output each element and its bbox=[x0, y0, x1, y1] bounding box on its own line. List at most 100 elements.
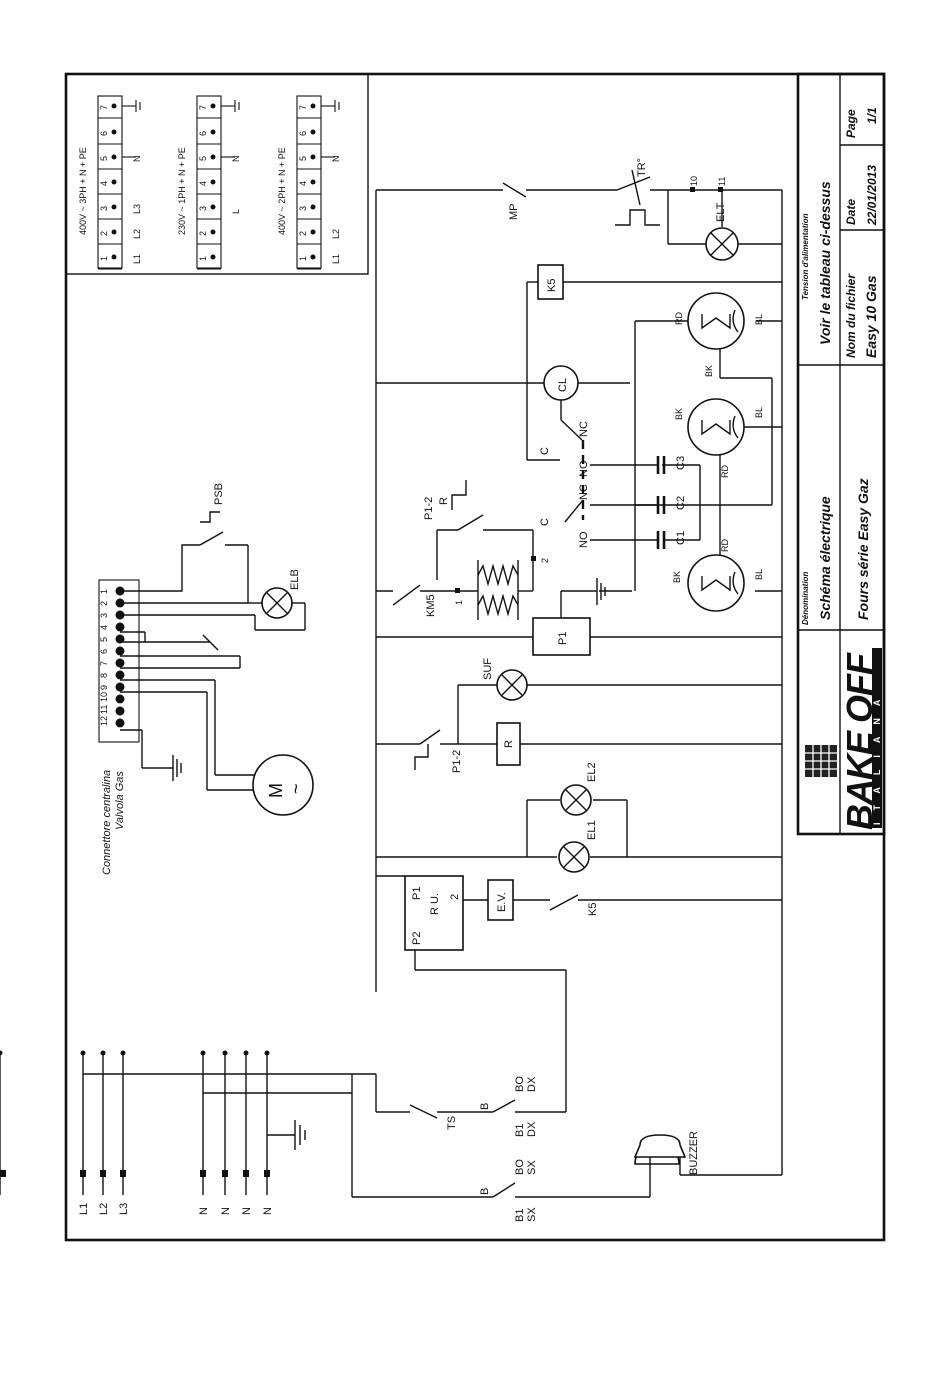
terminal-number: 1 bbox=[99, 256, 109, 261]
connector-pin-number: 11 bbox=[99, 705, 109, 714]
terminal-number: 5 bbox=[298, 156, 308, 161]
heating-resistor bbox=[477, 560, 519, 620]
term-1: 1 bbox=[454, 600, 464, 605]
supply-row-title: 400V ~ 2PH + N + PE bbox=[277, 147, 287, 235]
terminal-number: 6 bbox=[298, 131, 308, 136]
voltage-value: Voir le tableau ci-dessus bbox=[817, 181, 833, 345]
b1-sx-label: B1 bbox=[514, 1209, 526, 1222]
terminal-phase-label: L1 bbox=[132, 254, 142, 264]
connector-pin-number: 2 bbox=[99, 601, 109, 606]
c2-label: C2 bbox=[675, 496, 687, 510]
connector-pin bbox=[115, 646, 125, 656]
elt-label: ELT bbox=[715, 202, 727, 222]
relay-c-top: C bbox=[539, 447, 551, 455]
terminal-phase-label: L3 bbox=[132, 204, 142, 214]
terminal-11: 11 bbox=[717, 177, 727, 186]
motor-2: BK RD BL bbox=[674, 398, 764, 478]
connector-pin bbox=[115, 706, 125, 716]
buzzer: BUZZER bbox=[633, 1131, 782, 1197]
ev-label: E.V. bbox=[496, 892, 508, 912]
motor1-rd: RD bbox=[720, 539, 730, 552]
voltage-caption: Tension d'alimentation bbox=[801, 213, 810, 300]
ru-p1: P1 bbox=[411, 887, 423, 900]
terminal-number: 2 bbox=[99, 231, 109, 236]
p12-switch bbox=[419, 729, 441, 745]
fan-section: K5 CL C NC NO C NC NO C1 C2 C3 bbox=[526, 264, 773, 612]
p1-label: P1 bbox=[557, 632, 569, 645]
supply-terminals: L1L2L3NNNNPE bbox=[0, 0, 352, 1215]
terminal-number: 1 bbox=[298, 256, 308, 261]
terminal-number: 4 bbox=[298, 181, 308, 186]
relay-no-top: NO bbox=[578, 460, 590, 477]
sx-label-1: SX bbox=[526, 1160, 538, 1175]
bake-off-logo: BAKE OFF ITALIANA bbox=[805, 648, 882, 830]
mp-label: MP bbox=[508, 204, 520, 221]
motor-3: RD BK BL bbox=[674, 292, 764, 377]
ru-label: R U. bbox=[429, 893, 441, 915]
terminal-phase-label: L1 bbox=[331, 254, 341, 264]
supply-terminal: N bbox=[262, 1050, 274, 1215]
connector-pin-number: 5 bbox=[99, 637, 109, 642]
km5-switch bbox=[392, 584, 421, 606]
lamp-section: SUF P1-2 R EL2 EL1 bbox=[414, 658, 628, 873]
dx-label-2: DX bbox=[526, 1121, 538, 1137]
el1-label: EL1 bbox=[586, 820, 598, 840]
terminal-number: 6 bbox=[198, 131, 208, 136]
connector-pin bbox=[115, 682, 125, 692]
connector-pin-number: 10 bbox=[99, 692, 109, 702]
b-sx-label: B bbox=[479, 1188, 491, 1195]
p12-label: P1-2 bbox=[451, 750, 463, 773]
terminal-neutral-label: N bbox=[331, 156, 341, 163]
logo-sub: ITALIANA bbox=[872, 688, 882, 825]
b-dx-switch bbox=[492, 1099, 516, 1113]
connector-pin-number: 3 bbox=[99, 613, 109, 618]
terminal-neutral-label: N bbox=[231, 156, 241, 163]
terminal-number: 1 bbox=[198, 256, 208, 261]
motor1-bl: BL bbox=[754, 569, 764, 580]
supply-terminal-label: PE bbox=[0, 0, 15, 3]
supply-terminal: L2 bbox=[98, 1050, 110, 1215]
supply-terminal: L1 bbox=[78, 1050, 90, 1215]
dx-label-1: DX bbox=[526, 1076, 538, 1092]
terminal-number: 4 bbox=[198, 181, 208, 186]
motor2-rd: RD bbox=[720, 465, 730, 478]
motor3-rd: RD bbox=[674, 312, 684, 325]
r-small-label: R bbox=[438, 497, 450, 505]
supply-terminal: N bbox=[241, 1050, 253, 1215]
supply-row-title: 230V ~ 1PH + N + PE bbox=[177, 147, 187, 235]
main-buses bbox=[375, 189, 783, 992]
ignition-section: P1 P2 R U. 2 E.V. K5 bbox=[376, 875, 782, 1112]
title-block: Tension d'alimentation Voir le tableau c… bbox=[796, 72, 886, 836]
heating-section: KM5 1 2 P1-2 R P1 bbox=[392, 480, 606, 656]
connector-pin-number: 7 bbox=[99, 661, 109, 666]
gas-motor bbox=[252, 754, 314, 816]
k5-contact-label: K5 bbox=[587, 903, 599, 916]
connector-pin bbox=[115, 634, 125, 644]
r-block bbox=[496, 722, 521, 766]
supply-terminal-label: N bbox=[220, 1207, 232, 1215]
mp-switch bbox=[502, 182, 527, 198]
connector-pin-number: 1 bbox=[99, 589, 109, 594]
ru-block bbox=[404, 875, 464, 951]
bo-dx-label: BO bbox=[514, 1076, 526, 1092]
connector-pin bbox=[115, 658, 125, 668]
supply-terminal-label: L1 bbox=[78, 1203, 90, 1215]
relay-nc-top: NC bbox=[578, 421, 590, 437]
el2-label: EL2 bbox=[586, 762, 598, 782]
connector-pin-number: 4 bbox=[99, 625, 109, 630]
bo-sx-label: BO bbox=[514, 1159, 526, 1175]
connector-pin-number: 6 bbox=[99, 649, 109, 654]
gas-motor-m: M bbox=[266, 783, 286, 798]
term-2: 2 bbox=[540, 558, 550, 563]
suf-label: SUF bbox=[482, 658, 494, 680]
connector-pin-number: 8 bbox=[99, 673, 109, 678]
ru-p2: P2 bbox=[411, 932, 423, 945]
terminal-number: 3 bbox=[298, 206, 308, 211]
terminal-number: 7 bbox=[99, 105, 109, 110]
motor-1: RD BK BL bbox=[672, 539, 764, 612]
p12-label-top: P1-2 bbox=[423, 497, 435, 520]
